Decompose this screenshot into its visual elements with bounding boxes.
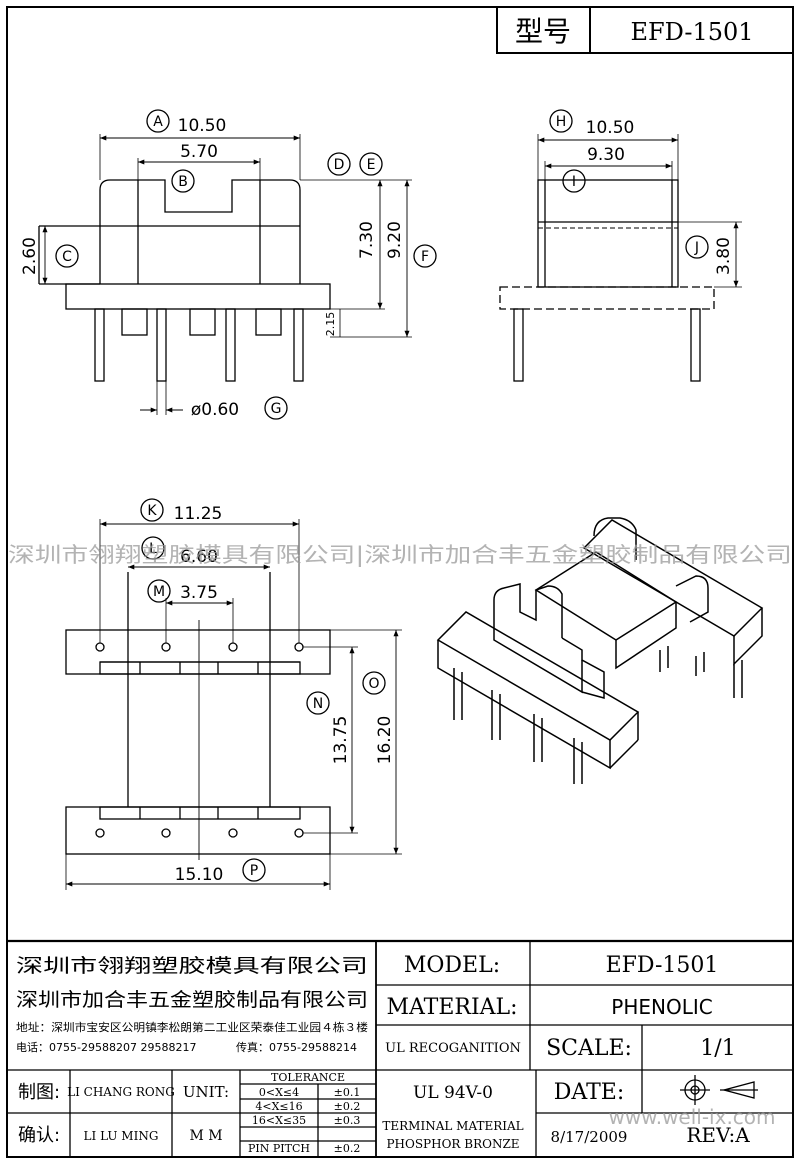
letter-k: K xyxy=(147,503,157,519)
top-view xyxy=(65,498,402,890)
dim-pin-offset-value: 2.15 xyxy=(324,312,337,337)
model-value: EFD-1501 xyxy=(606,953,719,978)
company-phone: 电话：0755-29588207 29588217 xyxy=(16,1041,196,1054)
dim-c-value: 2.60 xyxy=(20,237,40,275)
letter-o: O xyxy=(368,676,379,692)
drawn-name: LI CHANG RONG xyxy=(67,1085,175,1099)
drawn-label: 制图: xyxy=(18,1082,60,1103)
dim-a-value: 10.50 xyxy=(178,116,227,136)
material-label: MATERIAL: xyxy=(386,995,517,1020)
letter-c: C xyxy=(62,249,72,265)
tolerance-value: ±0.3 xyxy=(334,1114,361,1127)
letter-h: H xyxy=(556,114,567,130)
header-model: EFD-1501 xyxy=(630,18,753,46)
company-fax: 传真：0755-29588214 xyxy=(236,1040,357,1054)
dim-m-value: 3.75 xyxy=(180,583,218,603)
date-label: DATE: xyxy=(554,1080,624,1105)
dim-o-value: 16.20 xyxy=(375,716,395,765)
scale-value: 1/1 xyxy=(700,1036,735,1061)
terminal-label: TERMINAL MATERIAL xyxy=(382,1119,523,1133)
dim-k-value: 11.25 xyxy=(174,504,223,524)
header-type-label: 型号 xyxy=(515,15,571,48)
letter-l: L xyxy=(149,541,157,557)
dim-n-value: 13.75 xyxy=(331,716,351,765)
unit-value: M M xyxy=(189,1128,222,1144)
tolerance-range: 4<X≤16 xyxy=(255,1100,302,1113)
tolerance-table: 0<X≤4 ±0.1 4<X≤16 ±0.2 16<X≤35 ±0.3 PIN … xyxy=(248,1086,360,1155)
front-view xyxy=(38,109,437,420)
letter-g: G xyxy=(271,401,282,417)
dim-g-value: ø0.60 xyxy=(191,400,239,420)
material-value: PHENOLIC xyxy=(611,995,712,1019)
tolerance-title: TOLERANCE xyxy=(271,1071,345,1084)
company-address: 地址：深圳市宝安区公明镇李松朗第二工业区荣泰佳工业园４栋３楼 xyxy=(16,1020,368,1034)
terminal-value: PHOSPHOR BRONZE xyxy=(386,1137,519,1151)
letter-j: J xyxy=(694,240,699,256)
letter-e: E xyxy=(367,157,376,173)
tolerance-range: PIN PITCH xyxy=(248,1142,310,1155)
title-block-grid xyxy=(7,939,793,1157)
drawing-border xyxy=(6,6,794,1158)
dim-d-value: 7.30 xyxy=(357,221,377,259)
dim-j-value: 3.80 xyxy=(714,237,734,275)
letter-i: I xyxy=(572,174,576,190)
letter-p: P xyxy=(250,863,258,879)
side-view xyxy=(499,109,742,382)
dim-l-value: 6.60 xyxy=(180,547,218,567)
watermark-bottom: www.well-ix.com xyxy=(608,1105,775,1129)
header-box xyxy=(496,6,794,54)
letter-a: A xyxy=(153,114,163,130)
tolerance-range: 16<X≤35 xyxy=(252,1114,306,1127)
letter-b: B xyxy=(178,174,188,190)
check-label: 确认: xyxy=(18,1125,60,1146)
check-name: LI LU MING xyxy=(84,1129,159,1143)
tolerance-value: ±0.1 xyxy=(334,1086,361,1099)
watermark-center: 深圳市翎翔塑胶模具有限公司|深圳市加合丰五金塑胶制品有限公司 xyxy=(8,543,792,568)
dim-h-value: 10.50 xyxy=(586,118,635,138)
ul-label: UL RECOGANITION xyxy=(385,1041,521,1056)
rev-label: REV:A xyxy=(686,1123,750,1147)
projection-symbol-icon xyxy=(680,1075,758,1105)
tolerance-range: 0<X≤4 xyxy=(259,1086,299,1099)
isometric-view xyxy=(436,517,764,784)
dim-i-value: 9.30 xyxy=(587,145,625,165)
letter-d: D xyxy=(334,157,345,173)
company-name-2: 深圳市加合丰五金塑胶制品有限公司 xyxy=(16,989,368,1011)
dim-e-value: 9.20 xyxy=(385,221,405,259)
model-label: MODEL: xyxy=(404,953,500,978)
unit-label: UNIT: xyxy=(183,1083,229,1101)
date-value: 8/17/2009 xyxy=(551,1128,628,1146)
company-name-1: 深圳市翎翔塑胶模具有限公司 xyxy=(16,955,368,977)
ul-value: UL 94V-0 xyxy=(413,1083,493,1103)
letter-m: M xyxy=(153,584,165,600)
dim-p-value: 15.10 xyxy=(175,865,224,885)
tolerance-value: ±0.2 xyxy=(334,1142,361,1155)
letter-n: N xyxy=(313,696,323,712)
letter-f: F xyxy=(421,249,429,265)
dim-b-value: 5.70 xyxy=(180,142,218,162)
tolerance-value: ±0.2 xyxy=(334,1100,361,1113)
scale-label: SCALE: xyxy=(546,1036,632,1061)
